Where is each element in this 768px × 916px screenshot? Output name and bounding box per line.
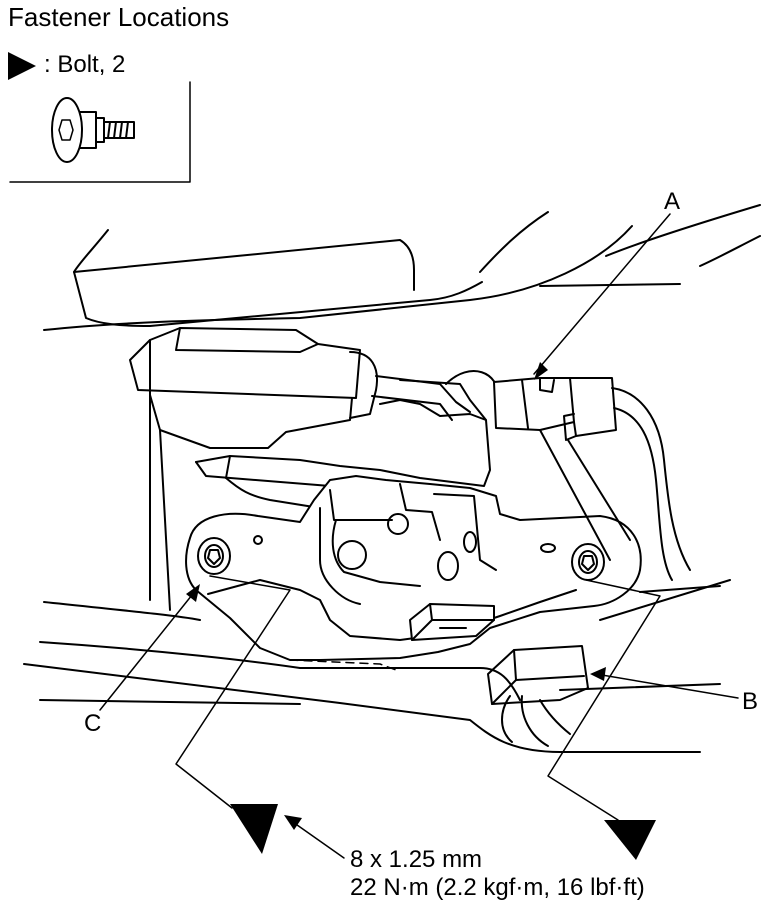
legend-bolt-label: : Bolt, 2 xyxy=(44,51,126,78)
callout-b-arrow xyxy=(590,667,738,698)
callout-a-arrow xyxy=(534,214,670,380)
plate-connector xyxy=(410,604,494,640)
connector-upper-left xyxy=(130,328,470,610)
connector-b xyxy=(488,646,588,746)
mounting-plate xyxy=(186,476,641,660)
callout-label-b: B xyxy=(742,688,759,715)
callout-label-c: C xyxy=(84,710,102,737)
legend-box xyxy=(8,52,190,182)
bolt-right xyxy=(572,544,604,580)
connector-a xyxy=(494,378,690,580)
callout-c-arrow xyxy=(100,584,200,710)
page-title: Fastener Locations xyxy=(8,2,230,32)
bolt-left xyxy=(198,538,230,574)
callout-label-a: A xyxy=(664,188,681,215)
legend-bolt-marker-icon xyxy=(8,52,36,80)
bolt-size-spec: 8 x 1.25 mm xyxy=(350,846,483,873)
bolt-icon xyxy=(52,98,134,162)
spec-arrow xyxy=(284,815,344,858)
bolt-marker-right-icon xyxy=(604,820,656,860)
trim-panel-upper xyxy=(44,205,760,330)
bolt-leader-lines xyxy=(176,576,660,820)
torque-spec: 22 N·m (2.2 kgf·m, 16 lbf·ft) xyxy=(350,874,645,901)
bolt-marker-left-icon xyxy=(230,804,278,854)
